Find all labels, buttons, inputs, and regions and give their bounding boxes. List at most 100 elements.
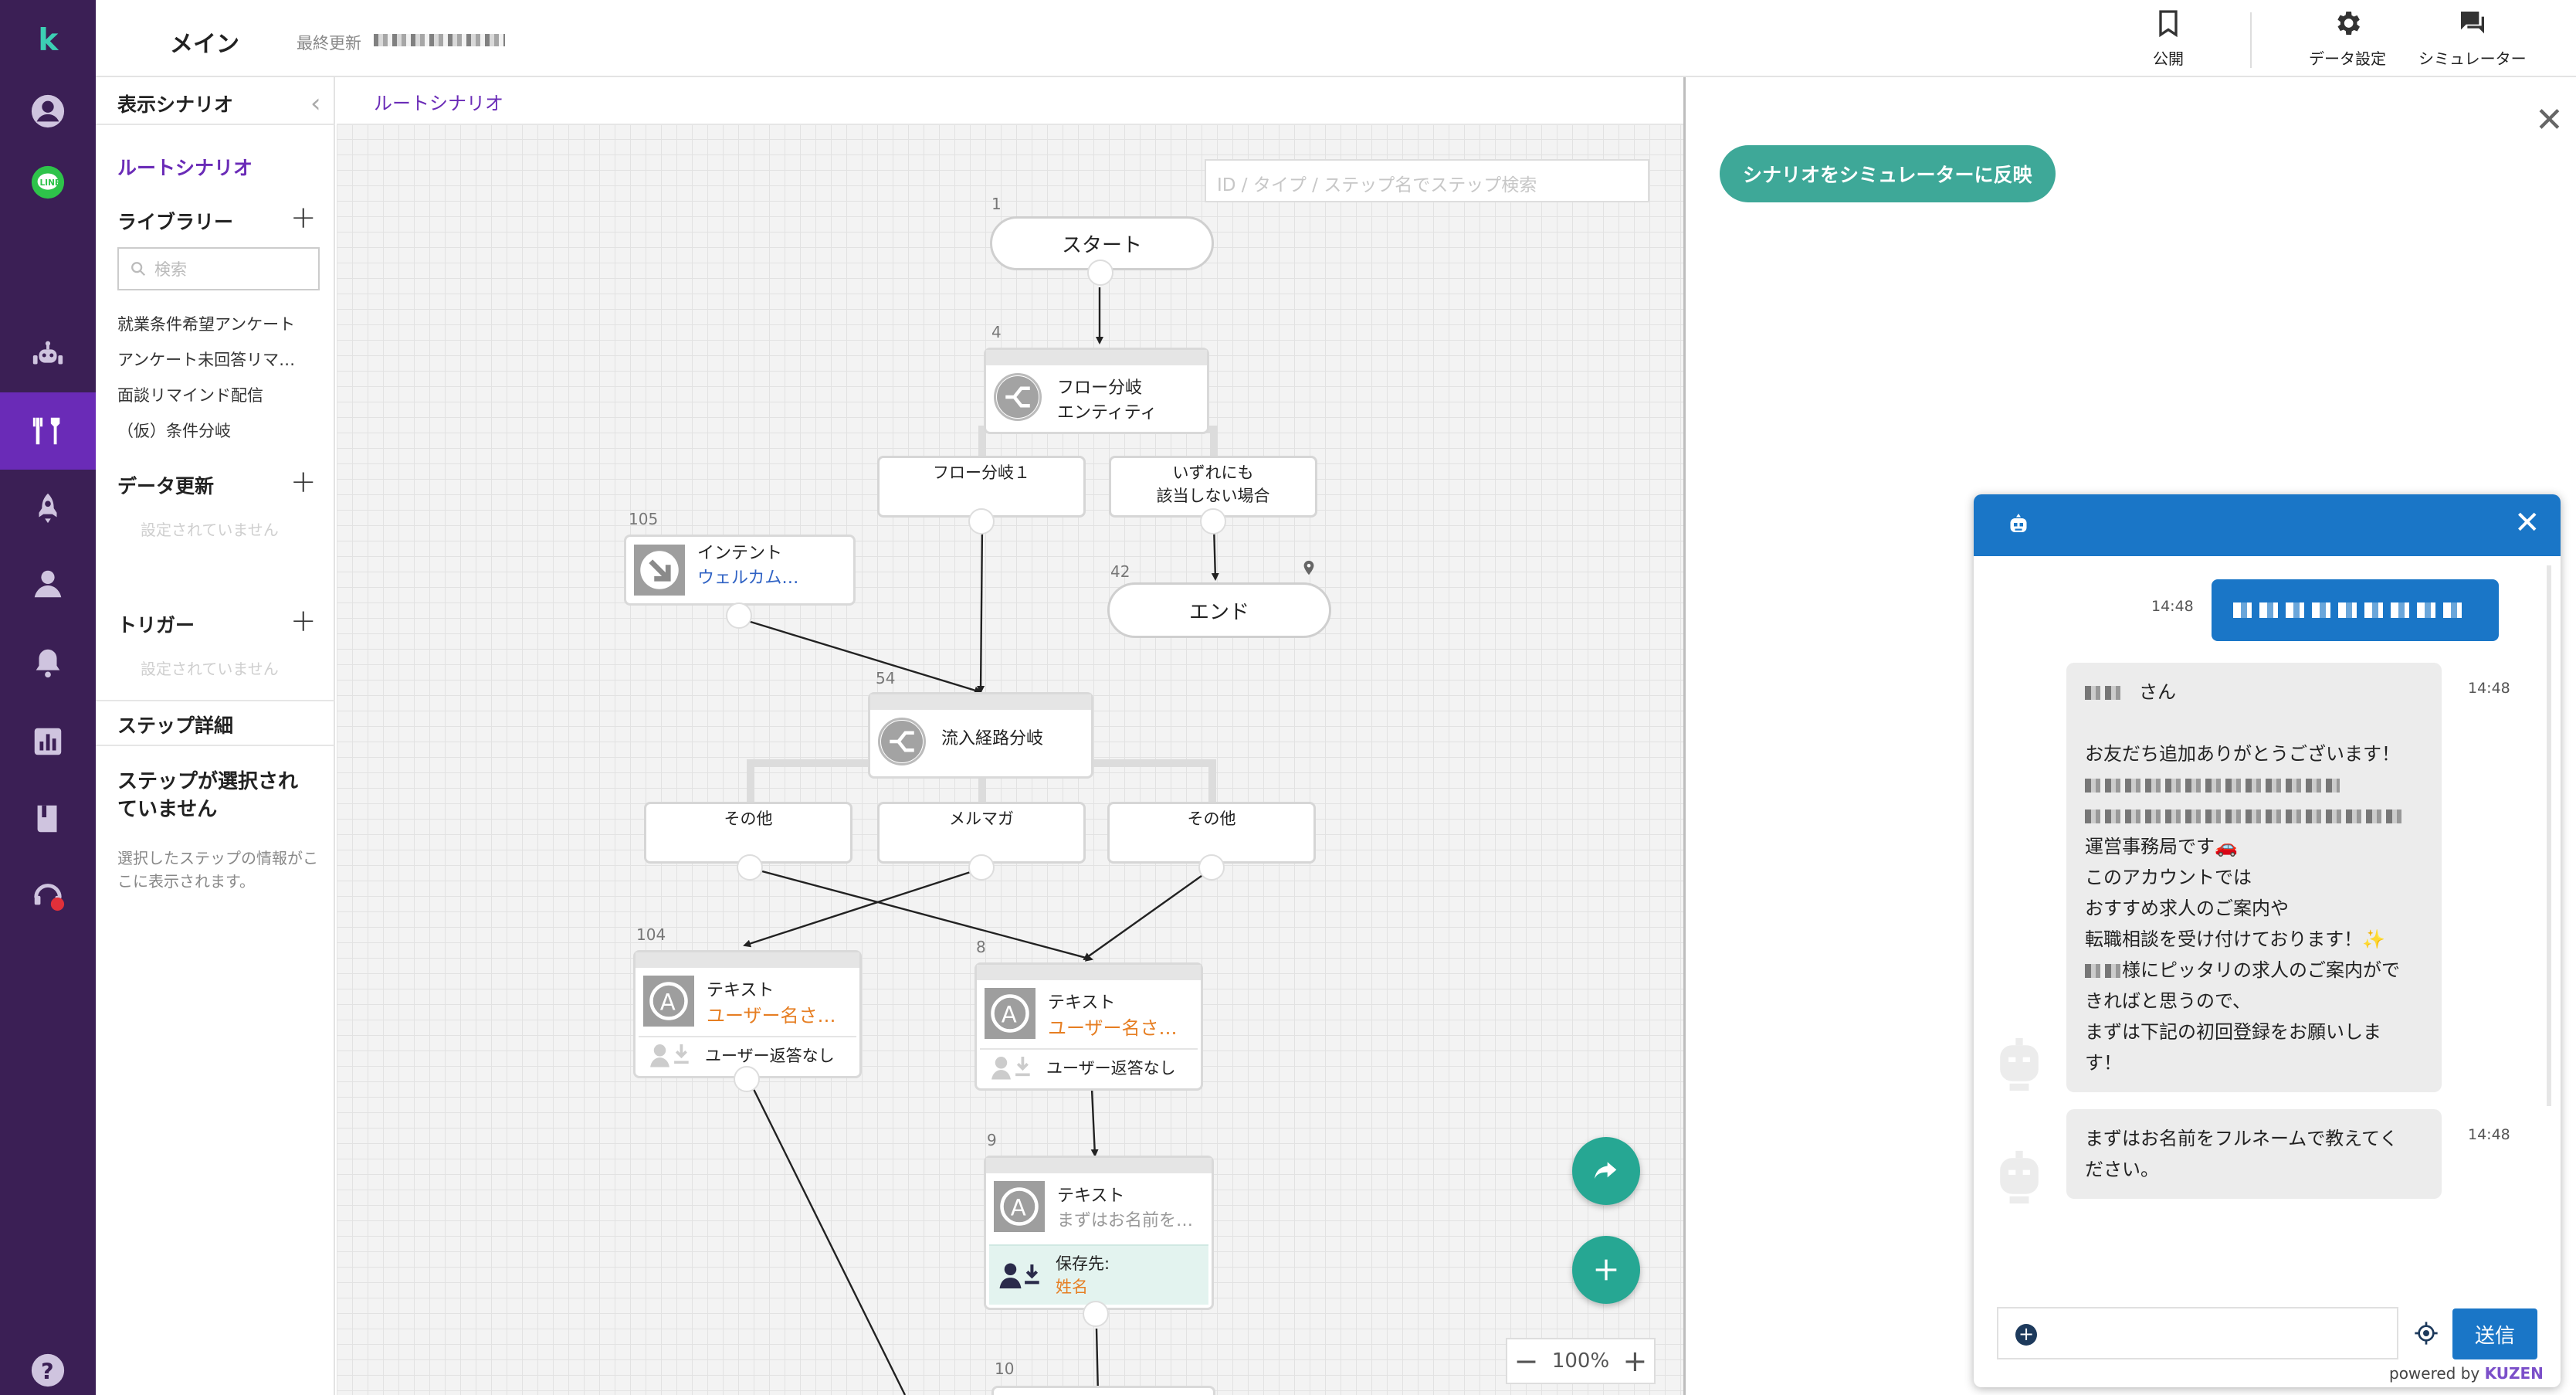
redacted-text: [2085, 964, 2122, 978]
app-logo-icon[interactable]: k: [17, 8, 79, 70]
library-item[interactable]: 面談リマインド配信: [117, 386, 263, 405]
end-node-label: エンド: [1188, 600, 1249, 624]
node-port[interactable]: [726, 602, 752, 629]
zoom-in-button[interactable]: +: [1622, 1344, 1648, 1378]
zoom-control: − 100% +: [1506, 1338, 1656, 1384]
simulator-button[interactable]: シミュレーター: [2418, 5, 2527, 73]
node-port[interactable]: [734, 1066, 760, 1092]
inflow-route-node[interactable]: 流入経路分岐: [868, 692, 1093, 779]
node-port[interactable]: [1200, 508, 1226, 535]
text-node-title: テキスト: [1057, 1186, 1125, 1206]
add-library-button[interactable]: +: [290, 200, 317, 236]
deploy-rocket-icon[interactable]: [17, 477, 79, 539]
message-line: おすすめ求人のご案内や: [2085, 898, 2289, 919]
scenario-editor-icon[interactable]: [17, 400, 79, 462]
collapse-panel-icon[interactable]: ‹: [310, 88, 321, 119]
users-icon[interactable]: [17, 553, 79, 615]
end-node[interactable]: エンド: [1107, 582, 1331, 638]
library-item[interactable]: 就業条件希望アンケート: [117, 315, 296, 334]
panel-divider: [96, 745, 335, 746]
intent-sub: ウェルカム…: [697, 569, 799, 588]
add-data-update-button[interactable]: +: [290, 464, 317, 500]
scenario-canvas[interactable]: 1 スタート 4 フロー分岐 エンティティ フロー分岐１ いずれにも 該当しない…: [337, 77, 1683, 1395]
chat-message-input[interactable]: +: [1997, 1307, 2398, 1359]
message-line: ださい。: [2085, 1159, 2159, 1180]
message-line: お友だち追加ありがとうございます！: [2085, 743, 2400, 765]
no-step-selected-title: ステップが選択されていません: [117, 770, 299, 821]
step-search-placeholder: ID / タイプ / ステップ名でステップ検索: [1217, 175, 1537, 195]
node-port[interactable]: [1083, 1301, 1109, 1327]
library-search-input[interactable]: 検索: [117, 247, 320, 290]
manual-book-icon[interactable]: [17, 788, 79, 850]
add-step-fab[interactable]: [1572, 1236, 1640, 1304]
support-headset-icon[interactable]: [17, 864, 79, 925]
library-item[interactable]: アンケート未回答リマ…: [117, 351, 296, 369]
node-number: 42: [1110, 562, 1130, 581]
inflow-route-title: 流入経路分岐: [941, 729, 1044, 748]
close-chat-icon[interactable]: ✕: [2514, 505, 2540, 541]
chat-scrollbar[interactable]: [2547, 565, 2551, 1106]
node-port[interactable]: [1087, 260, 1113, 286]
powered-by-label: powered by: [2389, 1364, 2480, 1383]
message-line: このアカウントでは: [2085, 867, 2252, 888]
route-option-other[interactable]: その他: [1107, 802, 1316, 864]
zoom-out-button[interactable]: −: [1513, 1344, 1539, 1378]
save-to-label: 保存先:: [1056, 1254, 1110, 1273]
flow-branch-node[interactable]: フロー分岐 エンティティ: [984, 348, 1209, 434]
node-port[interactable]: [968, 508, 995, 535]
node-port[interactable]: [1198, 854, 1225, 881]
left-panel: 表示シナリオ ‹ ルートシナリオ ライブラリー + 検索 就業条件希望アンケート…: [96, 77, 335, 1395]
text-node-title: テキスト: [707, 981, 774, 1000]
bot-icon[interactable]: [17, 324, 79, 386]
next-node[interactable]: [991, 1386, 1215, 1395]
location-target-icon[interactable]: [2414, 1321, 2439, 1346]
attach-plus-icon[interactable]: +: [2015, 1324, 2037, 1346]
send-button[interactable]: 送信: [2452, 1308, 2537, 1359]
intent-node[interactable]: インテント ウェルカム…: [624, 535, 856, 606]
message-time: 14:48: [2151, 598, 2194, 615]
notification-bell-icon[interactable]: [17, 632, 79, 694]
root-scenario-link[interactable]: ルートシナリオ: [117, 157, 253, 179]
branch-option-label: 該当しない場合: [1156, 487, 1270, 505]
text-message-icon: A: [994, 1181, 1045, 1232]
node-number: 4: [991, 323, 1002, 341]
text-node-104[interactable]: A テキスト ユーザー名さ… ユーザー返答なし: [633, 950, 862, 1078]
apply-to-simulator-button[interactable]: シナリオをシミュレーターに反映: [1720, 145, 2056, 202]
panel-divider: [96, 700, 335, 701]
svg-text:k: k: [38, 23, 59, 56]
branch-icon: [994, 373, 1042, 421]
redacted-text: [2085, 810, 2401, 823]
redacted-text: [2085, 779, 2340, 793]
user-no-reply-icon: [991, 1057, 1030, 1080]
share-fab[interactable]: [1572, 1137, 1640, 1205]
bot-message-bubble: さん お友だち追加ありがとうございます！ 運営事務局です🚗 このアカウントでは …: [2066, 663, 2442, 1092]
bot-icon: [2010, 514, 2027, 532]
help-icon[interactable]: ?: [17, 1339, 79, 1395]
analytics-chart-icon[interactable]: [17, 711, 79, 772]
line-channel-icon[interactable]: LINE: [17, 151, 79, 213]
route-option-label: メルマガ: [949, 810, 1014, 828]
branch-option-1[interactable]: フロー分岐１: [877, 456, 1086, 518]
text-node-title: テキスト: [1048, 993, 1116, 1013]
bot-avatar-icon: [2000, 1037, 2039, 1091]
node-number: 54: [876, 669, 896, 687]
branch-option-label: フロー分岐１: [933, 463, 1030, 482]
step-search-input[interactable]: ID / タイプ / ステップ名でステップ検索: [1205, 159, 1649, 202]
account-icon[interactable]: [17, 80, 79, 142]
data-update-header: データ更新: [117, 475, 215, 497]
breadcrumb-root[interactable]: ルートシナリオ: [374, 93, 503, 114]
publish-button[interactable]: 公開: [2153, 5, 2184, 73]
node-port[interactable]: [737, 854, 763, 881]
library-item[interactable]: （仮）条件分岐: [117, 422, 231, 440]
text-node-8[interactable]: A テキスト ユーザー名さ… ユーザー返答なし: [974, 962, 1203, 1091]
add-trigger-button[interactable]: +: [290, 603, 317, 639]
brand-name: KUZEN: [2484, 1364, 2544, 1383]
publish-label: 公開: [2153, 49, 2184, 68]
node-port[interactable]: [968, 854, 995, 881]
trigger-empty: 設定されていません: [141, 660, 279, 678]
close-simulator-icon[interactable]: ✕: [2535, 100, 2564, 140]
text-message-icon: A: [985, 988, 1035, 1039]
display-scenario-header: 表示シナリオ: [117, 93, 234, 116]
text-node-9[interactable]: A テキスト まずはお名前を… 保存先: 姓名: [984, 1156, 1214, 1310]
data-settings-button[interactable]: データ設定: [2309, 5, 2386, 73]
